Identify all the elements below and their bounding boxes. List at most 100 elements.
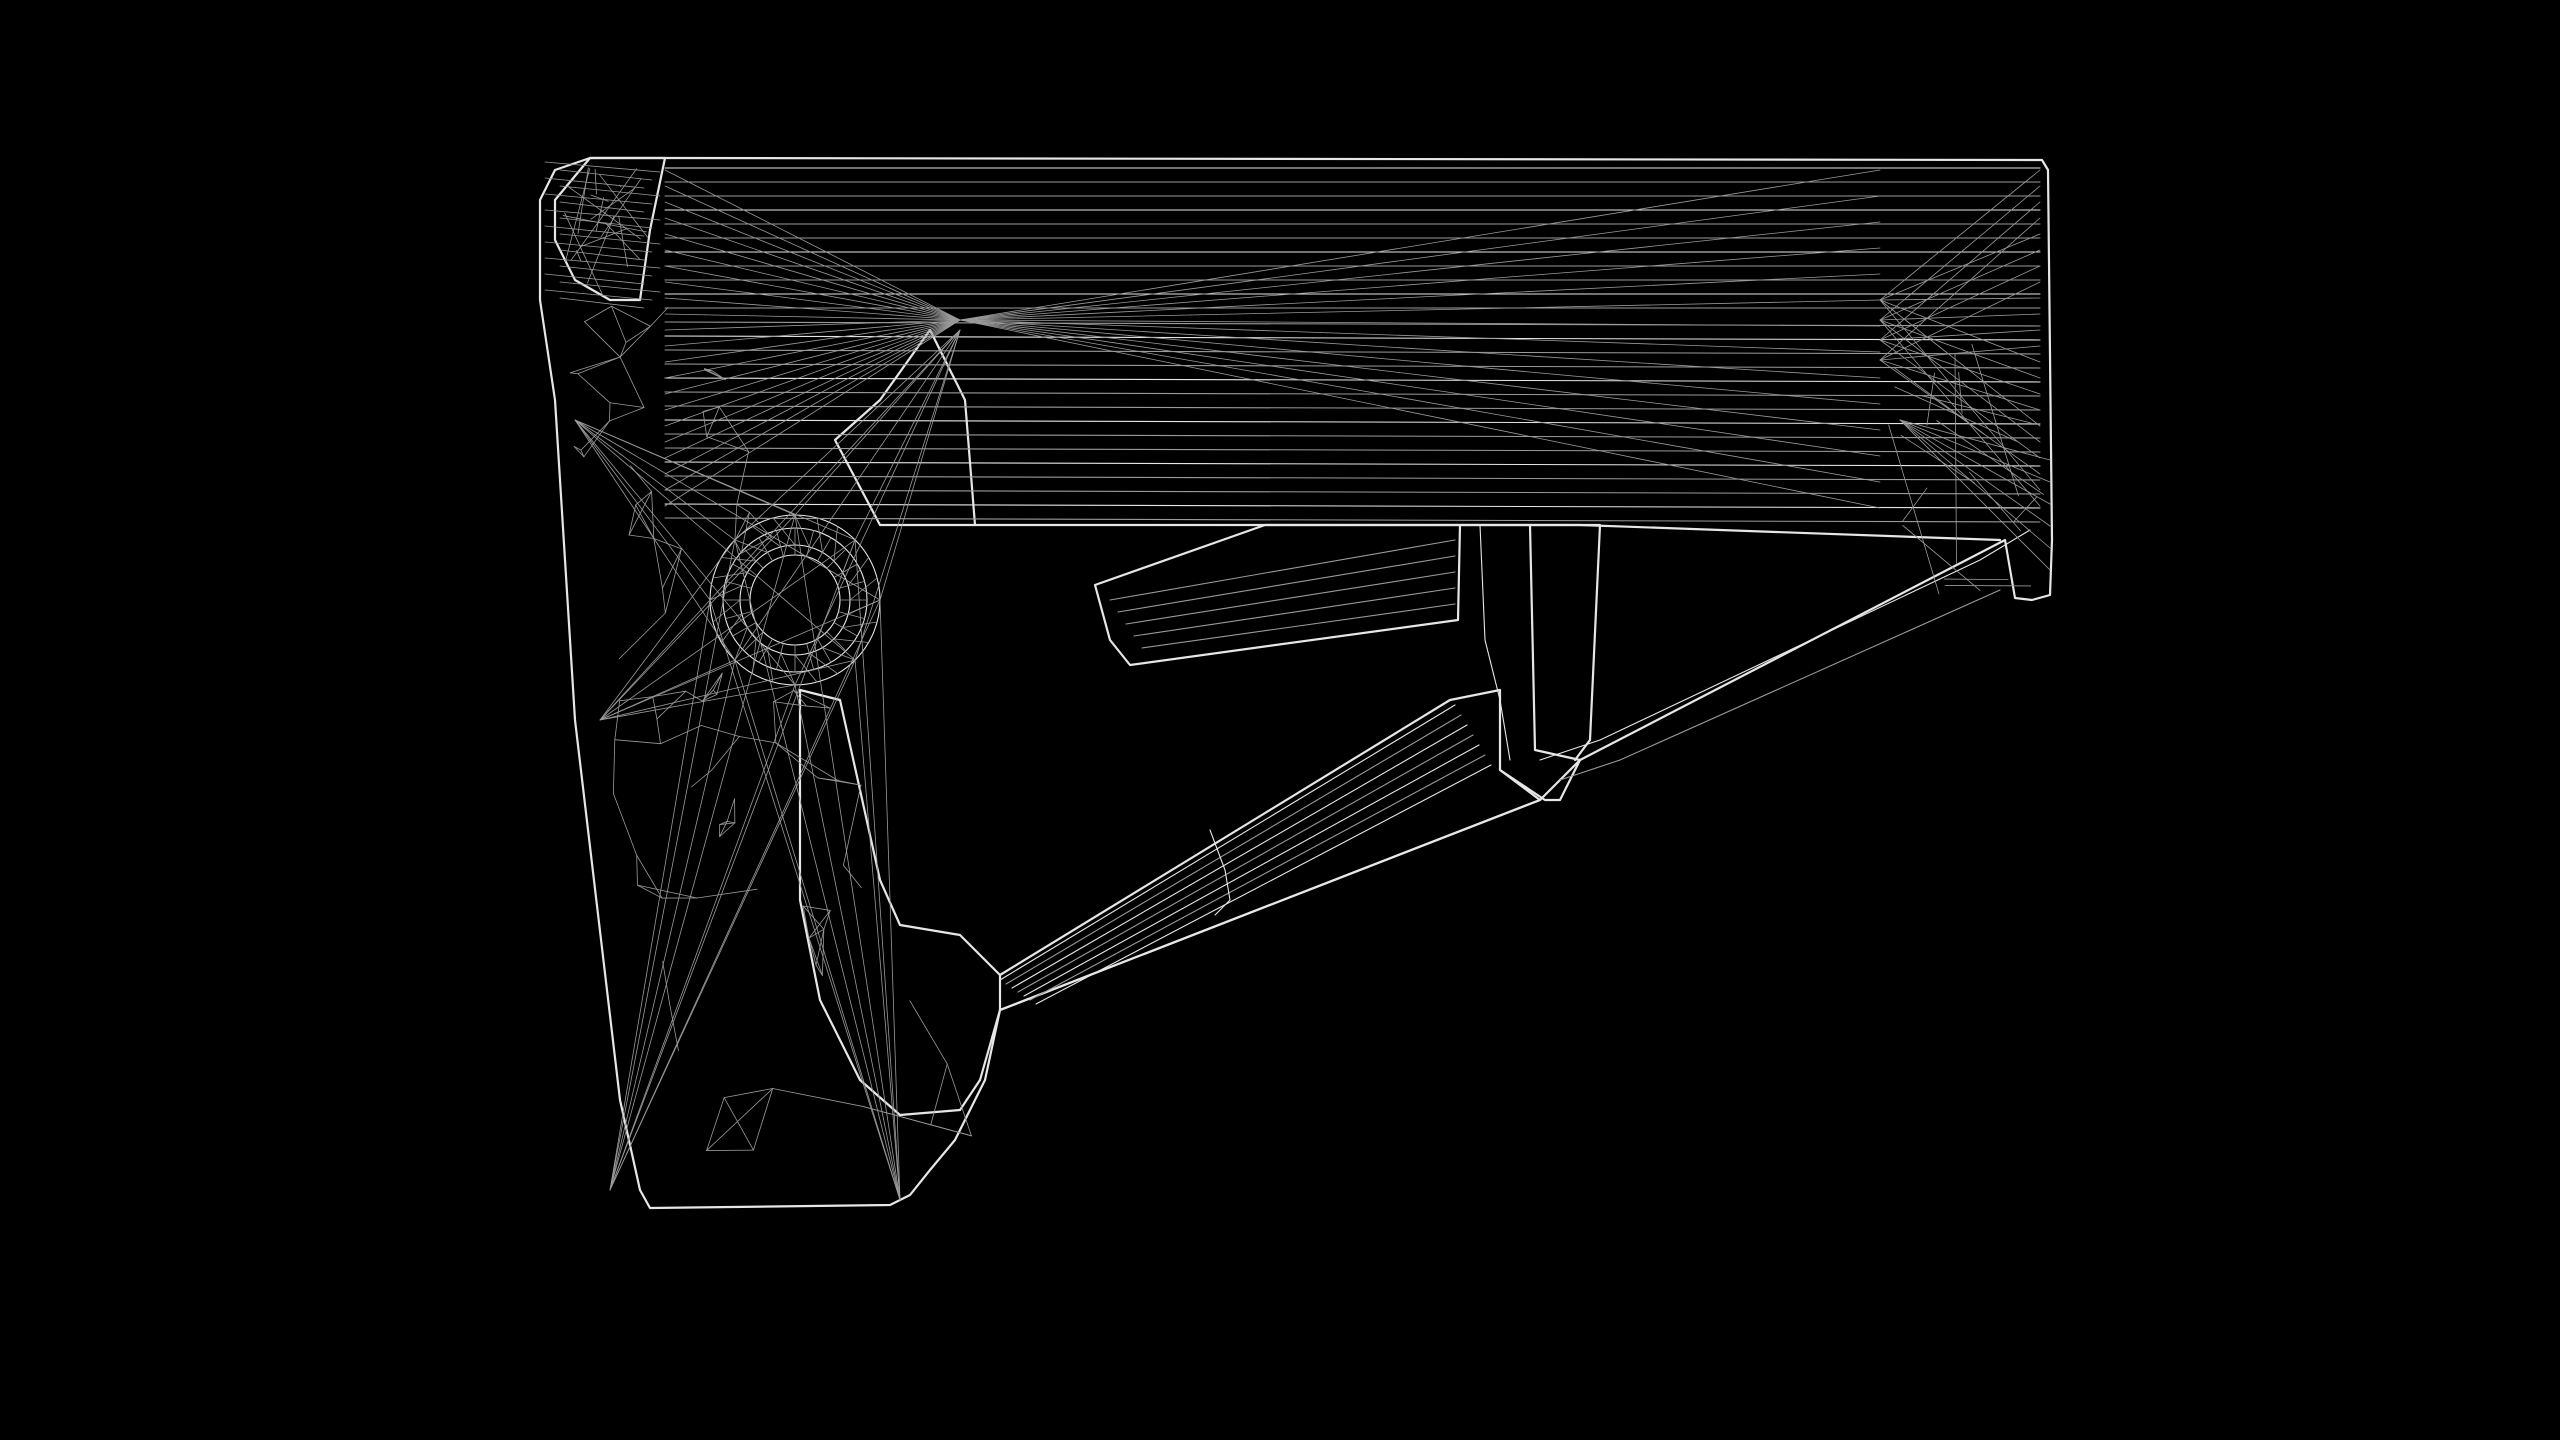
ring-facet: [808, 652, 838, 675]
pad-edge: [587, 216, 615, 284]
front-cap-triangulation: [1888, 343, 2051, 595]
mesh-edge: [577, 373, 611, 404]
mesh-edge: [738, 736, 777, 744]
pad-edge: [544, 161, 661, 173]
ring-facet: [847, 557, 870, 587]
brace-arm-line: [1117, 555, 1456, 613]
front-edge: [1971, 343, 2019, 497]
ring-facet: [720, 613, 743, 643]
fan-edge: [609, 539, 736, 1191]
mesh-edge: [793, 690, 807, 707]
tube-line: [664, 405, 2041, 411]
tube-facet-line: [1879, 265, 2041, 341]
mesh-edge: [573, 446, 582, 451]
mesh-edge: [726, 820, 736, 824]
diagonal-brace-outline: [998, 688, 1542, 1012]
tube-facet-line: [664, 185, 961, 321]
tube-facet-line: [1879, 339, 2041, 459]
mesh-edge: [734, 511, 750, 542]
mesh-edge: [636, 854, 638, 886]
tube-facet-line: [1879, 217, 2041, 361]
mesh-edge: [712, 689, 718, 695]
front-edge: [1899, 419, 2051, 505]
tube-line: [664, 461, 2041, 467]
tube-facet-line: [1879, 299, 2041, 363]
vertical-strut-outline: [1458, 523, 1582, 802]
fan-edge: [599, 659, 736, 721]
mesh-edge: [660, 725, 702, 745]
mesh-edge: [726, 798, 735, 822]
mesh-edge: [753, 1088, 774, 1151]
mesh-edge: [808, 937, 823, 976]
fan-edge: [599, 514, 796, 721]
fan-edge: [599, 539, 856, 721]
mesh-edge: [740, 511, 750, 554]
tube-facet-line: [1879, 249, 2041, 321]
mesh-edge: [823, 910, 831, 930]
fan-edge: [609, 514, 796, 1191]
fan-edge: [609, 539, 856, 1191]
ring-facet: [838, 580, 865, 589]
tube-line: [664, 335, 2041, 341]
pad-edge: [544, 289, 653, 301]
ring-facet: [794, 654, 818, 683]
ring-facet: [734, 627, 748, 661]
mesh-edge: [573, 446, 585, 458]
pad-edge: [618, 184, 622, 188]
mesh-edge: [723, 1088, 774, 1099]
mesh-edge: [696, 888, 758, 899]
mesh-edge: [669, 1003, 679, 1051]
mesh-edge: [609, 407, 645, 422]
mesh-edge: [584, 305, 612, 323]
front-edge: [1899, 419, 2051, 571]
mesh-edge: [618, 612, 666, 660]
tube-facet-line: [1879, 185, 2041, 321]
pad-edge: [559, 217, 653, 229]
fan-edge: [879, 329, 961, 601]
ring-facet: [822, 647, 856, 661]
front-edge: [1899, 419, 2051, 483]
mesh-edge: [635, 491, 652, 506]
mesh-edge: [652, 690, 687, 698]
pad-edge: [604, 222, 640, 260]
mesh-edge: [740, 536, 772, 554]
mesh-edge: [656, 718, 661, 745]
tube-outline: [538, 156, 2054, 1210]
brace-line: [1017, 734, 1474, 993]
tube-facet-line: [1879, 233, 2041, 301]
tube-facet-line: [959, 195, 1881, 321]
tube-facet-lines: [664, 169, 2041, 509]
tube-facet-line: [664, 319, 961, 331]
tube-facet-line: [1879, 281, 2041, 361]
brace-arm-line: [1109, 539, 1456, 601]
mesh-edge: [704, 368, 726, 380]
mesh-edge: [702, 406, 720, 412]
mesh-edge: [808, 937, 817, 966]
ring-facet: [709, 585, 743, 601]
pad-edge: [544, 193, 653, 205]
tube-facet-line: [664, 249, 961, 321]
fan-edge: [599, 599, 881, 721]
ring-facet: [743, 631, 764, 652]
fan-edge: [574, 419, 736, 661]
ring-facet: [842, 539, 856, 573]
brace-line: [1035, 764, 1492, 1005]
brace-arm-line: [1125, 571, 1456, 625]
ring-facet: [712, 599, 741, 623]
fan-edge: [734, 539, 901, 1201]
tube-facet-line: [1879, 299, 2041, 491]
mesh-edge: [719, 822, 736, 838]
ring-facet: [826, 631, 847, 652]
ring-facet: [826, 548, 847, 569]
brace-arm-outline: [1093, 523, 1462, 667]
mesh-edge: [773, 701, 807, 707]
fan-edge: [599, 599, 711, 721]
tube-facet-line: [959, 319, 1881, 457]
mesh-edge: [619, 325, 651, 358]
mesh-edge: [701, 672, 723, 702]
mesh-edge: [775, 742, 839, 781]
stock-outline: [538, 156, 2054, 1210]
mesh-edge: [723, 1097, 754, 1151]
front-edge: [1921, 395, 2032, 424]
